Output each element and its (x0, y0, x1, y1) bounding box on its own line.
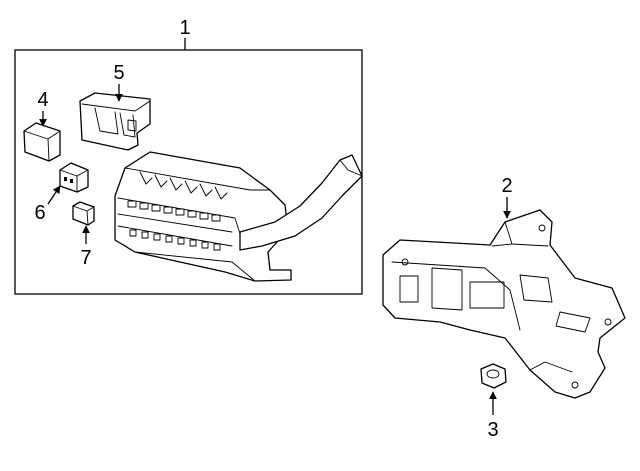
bracket-part (382, 209, 626, 399)
callout-3-label: 3 (487, 419, 498, 441)
callout-4-label: 4 (37, 89, 48, 111)
mini-relay-part (59, 162, 89, 193)
callout-7-label: 7 (80, 247, 91, 269)
callout-5-label: 5 (113, 62, 124, 84)
relay-block-part (79, 92, 151, 151)
callout-4[interactable]: 4 (37, 89, 49, 127)
wiring-harness (239, 154, 363, 251)
callout-6-label: 6 (34, 202, 45, 224)
relay-part (23, 122, 61, 162)
callout-7[interactable]: 7 (80, 225, 92, 269)
nut-part (480, 363, 507, 389)
callout-6[interactable]: 6 (34, 185, 61, 224)
assembly-frame (14, 49, 363, 295)
callout-3[interactable]: 3 (487, 391, 499, 441)
fuse-part (72, 201, 95, 226)
callout-6-arrow (47, 185, 61, 205)
fuse-box-body (114, 151, 292, 282)
callout-2[interactable]: 2 (501, 175, 513, 219)
callout-2-label: 2 (501, 175, 512, 197)
callout-1[interactable]: 1 (179, 17, 191, 50)
callout-1-label: 1 (179, 17, 190, 39)
fuse-slots (127, 171, 228, 251)
callout-5[interactable]: 5 (113, 62, 125, 102)
